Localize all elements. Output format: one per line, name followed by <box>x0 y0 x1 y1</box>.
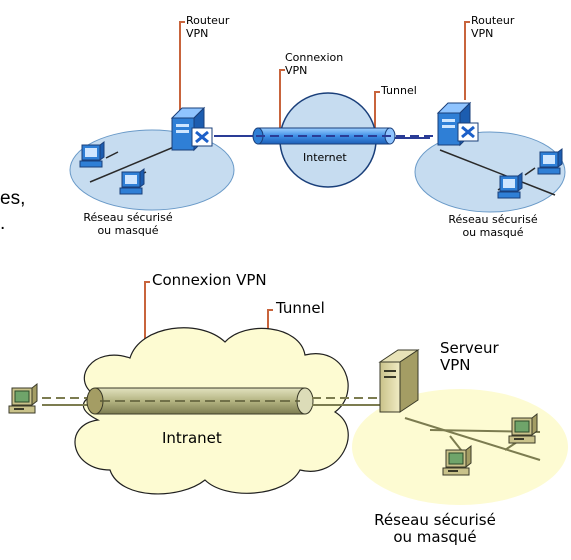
tunnel-label-bottom: Tunnel <box>276 299 325 317</box>
workstation-icon <box>442 445 472 476</box>
workstation-icon <box>497 172 523 199</box>
connection-line2: VPN <box>285 63 308 77</box>
bottom-tunnel <box>86 387 314 415</box>
network-left-line1: Réseau sécurisé <box>83 211 173 224</box>
top-diagram <box>69 21 566 213</box>
workstation-icon <box>8 383 38 414</box>
network-right-line1: Réseau sécurisé <box>448 213 538 226</box>
router-left-line1: Routeur <box>186 14 230 27</box>
router-left-line2: VPN <box>186 26 209 40</box>
workstation-icon <box>537 148 563 175</box>
server-icon <box>378 349 420 413</box>
intranet-label: Intranet <box>162 429 222 447</box>
router-icon-right <box>436 101 480 147</box>
network-left-line2: ou masqué <box>97 223 159 237</box>
network-left-label: Réseau sécurisé ou masqué <box>72 211 184 237</box>
network-bottom-line1: Réseau sécurisé <box>374 511 496 529</box>
top-tunnel <box>200 127 438 145</box>
router-right-line1: Routeur <box>471 14 515 27</box>
router-right-line2: VPN <box>471 26 494 40</box>
text-fragment-2: . <box>0 213 6 234</box>
connection-label-top: Connexion VPN <box>285 51 344 77</box>
router-icon-left <box>170 106 214 152</box>
server-line1: Serveur <box>440 339 499 357</box>
network-bottom-label: Réseau sécurisé ou masqué <box>360 511 510 547</box>
connection-label-bottom: Connexion VPN <box>152 271 267 289</box>
network-right-line2: ou masqué <box>462 225 524 239</box>
internet-label: Internet <box>303 151 347 164</box>
bottom-diagram <box>8 281 568 505</box>
text-fragment-1: es, <box>0 188 26 209</box>
router-right-label: Routeur VPN <box>471 14 515 40</box>
network-right-label: Réseau sécurisé ou masqué <box>436 213 550 239</box>
workstation-icon <box>79 141 105 168</box>
workstation-icon <box>119 168 145 195</box>
tunnel-label-top: Tunnel <box>381 84 417 97</box>
network-ellipse-right <box>414 131 566 213</box>
connection-line1: Connexion <box>285 51 344 64</box>
router-left-label: Routeur VPN <box>186 14 230 40</box>
server-line2: VPN <box>440 356 471 375</box>
workstation-icon <box>508 413 538 444</box>
server-label: Serveur VPN <box>440 339 499 375</box>
network-bottom-line2: ou masqué <box>393 528 477 547</box>
